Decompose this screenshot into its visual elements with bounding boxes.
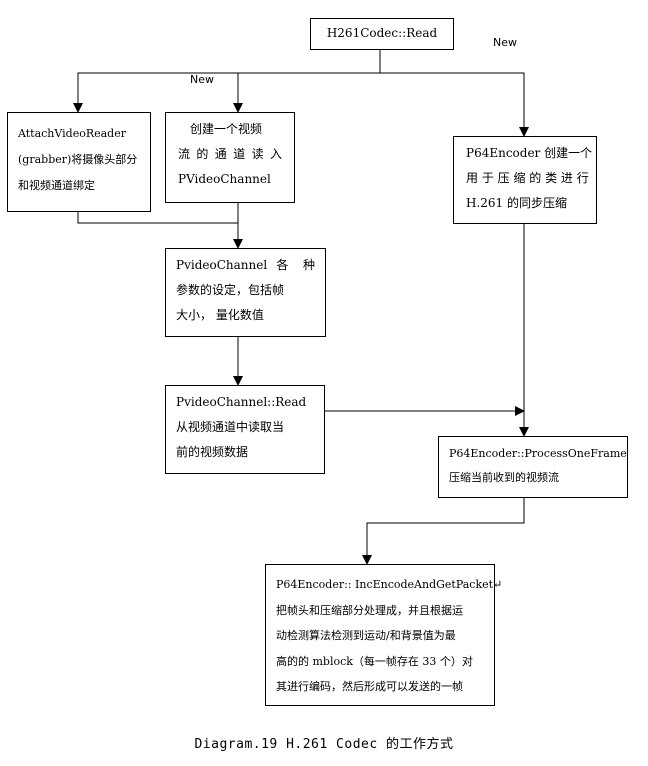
node-h261codec-read: H261Codec::Read <box>310 18 454 50</box>
node-create-video-channel: 创建一个视频 流 的 通 道 读 入 PVideoChannel <box>165 112 295 203</box>
node-line: 用 于 压 缩 的 类 进 行 <box>466 171 589 185</box>
edge-read-to-left-branch <box>73 72 380 113</box>
node-line: 流 的 通 道 读 入 <box>178 147 282 161</box>
node-line: P64Encoder::ProcessOneFrame <box>449 447 627 460</box>
node-line: PvideoChannel::Read <box>176 395 307 409</box>
node-line: (grabber)将摄像头部分 <box>18 153 138 166</box>
node-p64encoder-create: P64Encoder 创建一个 用 于 压 缩 的 类 进 行 H.261 的同… <box>453 136 597 224</box>
edge-read-to-p64-create <box>380 72 529 137</box>
node-p64encoder-process-one-frame: P64Encoder::ProcessOneFrame 压缩当前收到的视频流 <box>438 436 628 498</box>
node-line: 大小， 量化数值 <box>176 308 264 322</box>
node-line: 创建一个视频 <box>190 122 263 136</box>
node-attach-video-reader: AttachVideoReader (grabber)将摄像头部分 和视频通道绑… <box>7 112 151 212</box>
node-line: PvideoChannel 各 种 <box>176 258 315 272</box>
node-p64encoder-inc-encode: P64Encoder:: IncEncodeAndGetPacket↵ 把帧头和… <box>265 564 503 706</box>
node-line: H261Codec::Read <box>326 26 438 40</box>
node-line: P64Encoder 创建一个 <box>466 146 593 160</box>
node-line: P64Encoder:: IncEncodeAndGetPacket↵ <box>276 578 503 591</box>
node-line: 把帧头和压缩部分处理成，并且根据运 <box>276 603 463 617</box>
node-line: 压缩当前收到的视频流 <box>449 471 559 484</box>
node-line: 参数的设定，包括帧 <box>176 283 285 297</box>
node-line: H.261 的同步压缩 <box>466 196 567 210</box>
node-line: 其进行编码，然后形成可以发送的一帧 <box>276 680 463 693</box>
node-line: 高的的 mblock（每一帧存在 33 个）对 <box>276 654 473 668</box>
node-pvideochannel-params: PvideoChannel 各 种 参数的设定，包括帧 大小， 量化数值 <box>165 248 326 337</box>
node-line: 和视频通道绑定 <box>18 179 95 192</box>
edge-attach-merge <box>77 212 238 224</box>
edge-label-new-right: New <box>493 36 517 49</box>
edge-process-to-encode <box>362 498 525 565</box>
node-line: 从视频通道中读取当 <box>176 420 285 434</box>
node-line: AttachVideoReader <box>18 127 126 140</box>
node-line: PVideoChannel <box>178 172 271 186</box>
edge-label-new-left: New <box>190 73 214 86</box>
node-line: 前的视频数据 <box>176 445 249 459</box>
diagram-caption: Diagram.19 H.261 Codec 的工作方式 <box>194 737 454 752</box>
node-line: 动检测算法检测到运动/和背景值为最 <box>276 629 456 642</box>
node-pvideochannel-read: PvideoChannel::Read 从视频通道中读取当 前的视频数据 <box>165 385 325 474</box>
